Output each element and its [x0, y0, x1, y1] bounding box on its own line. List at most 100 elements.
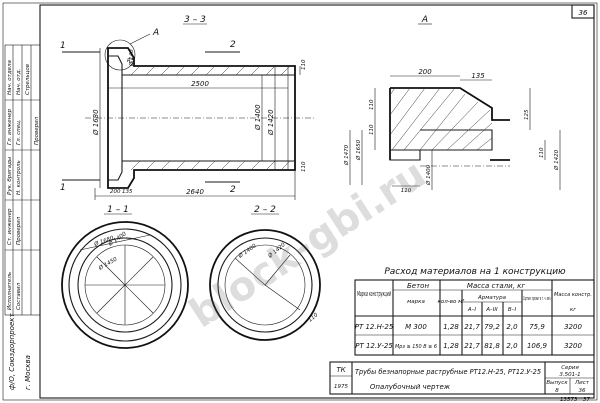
table-row-1-a1: 21,7 — [464, 342, 480, 350]
s11-dim-c: Ø 1450 — [97, 255, 119, 272]
table-row-0-mass: 3200 — [564, 323, 582, 331]
sheet-number: 36 — [579, 9, 588, 17]
stamp-role-4: Исполнитель — [7, 272, 13, 310]
table-row-0-a3: 79,2 — [484, 323, 500, 331]
dim-110-bottom: 110 — [301, 161, 307, 172]
col-mass: Масса констр. — [554, 292, 592, 298]
table-row-1-total: 106,9 — [527, 342, 548, 350]
detail-dim-d1420: Ø 1420 — [553, 149, 560, 171]
stamp-role-0: Нач. отдела — [7, 59, 13, 95]
org-vertical: ф/О, Союздорпроект — [8, 313, 16, 390]
tb-issue-value: 8 — [555, 388, 559, 394]
detail-dim-125: 125 — [524, 109, 530, 120]
dim-d1420: Ø 1420 — [267, 109, 275, 136]
tb-sheet-value: 36 — [579, 388, 586, 394]
detail-dim-110-bottom: 110 — [401, 188, 412, 194]
col-armature: Арматура — [477, 295, 507, 301]
section-1-1: 1 – 1 Ø 1680 Ø 1400 Ø 1450 — [61, 205, 189, 349]
detail-dim-d1650: Ø 1650 — [355, 139, 362, 161]
table-row-0-vol: 1,28 — [443, 323, 459, 331]
detail-dim-110-a: 110 — [369, 124, 375, 135]
col-b1: В–I — [508, 307, 517, 313]
city-vertical: г. Москва — [24, 355, 32, 390]
stamp-role2-3: Проверил — [16, 216, 22, 245]
dim-135: 135 — [122, 189, 133, 195]
tb-sheet-label: Лист — [574, 380, 590, 386]
table-row-0-total: 75,9 — [529, 323, 545, 331]
inner-frame — [39, 4, 595, 399]
stamp-role2-2: Н. контроль — [16, 160, 22, 195]
s22-dim-c: 110 — [307, 312, 319, 324]
detail-a: A 200 135 110 110 125 Ø 1470 Ø 1650 Ø 14… — [343, 15, 561, 194]
table-row-1-vol: 1,28 — [443, 342, 459, 350]
tb-issue-label: Выпуск — [546, 380, 568, 386]
dim-2640: 2640 — [186, 188, 204, 196]
col-concrete-vol: кол-во м³ — [438, 298, 466, 305]
detail-dim-200: 200 — [418, 68, 432, 76]
materials-table: Расход материалов на 1 конструкцию Марка… — [354, 267, 595, 356]
dim-d140: Ø 140 — [128, 49, 135, 67]
detail-dim-d1470: Ø 1470 — [343, 144, 350, 166]
detail-dim-110-b: 110 — [369, 99, 375, 110]
tb-series-label: Серия — [561, 365, 579, 371]
tb-org: ТК — [336, 366, 346, 374]
cut-1-bottom: 1 — [60, 183, 66, 193]
stamp-signature: Стрельцов — [25, 64, 31, 95]
detail-a-marker: A — [152, 28, 159, 38]
sheet-total: 37 — [583, 397, 590, 403]
stamp-role-3: Ст. инженер — [7, 208, 13, 245]
dim-d1400: Ø 1400 — [254, 104, 262, 131]
col-concrete: Бетон — [407, 282, 429, 290]
stamp-role-2: Рук. бригады — [7, 156, 13, 195]
col-a3: А–III — [485, 307, 498, 313]
cut-2-bottom: 2 — [230, 185, 236, 195]
archive-number: 13573 — [560, 397, 578, 403]
watermark: block-gbi.ru — [182, 151, 434, 337]
table-title: Расход материалов на 1 конструкцию — [384, 267, 566, 277]
table-row-0-mark: РТ 12.Н-25 — [355, 323, 394, 331]
tb-series-value: 3.501-1 — [559, 372, 580, 378]
stamp-role2-1: Гл. спец. — [16, 119, 22, 145]
section-33-title: 3 – 3 — [184, 15, 206, 25]
detail-dim-135: 135 — [471, 72, 485, 80]
table-row-0-concrete: М 300 — [405, 323, 427, 331]
col-concrete-mark: марка — [407, 299, 425, 305]
stamp-role-1: Гл. инженер — [7, 108, 13, 145]
table-row-1-a3: 81,8 — [484, 342, 500, 350]
dim-d1680: Ø 1680 — [92, 109, 100, 136]
table-row-0-b1: 2,0 — [506, 323, 518, 331]
section-3-3: 3 – 3 A 1 1 2 2 2500 — [60, 15, 315, 200]
table-row-1-concrete: Мрз ≥ 150 В ≥ 6 — [395, 344, 437, 350]
table-row-1-mark: РТ 12.У-25 — [355, 342, 393, 350]
col-steel: Масса стали, кг — [467, 282, 525, 290]
dim-200: 200 — [110, 189, 121, 195]
stamp-role2-0: Нач. отд. — [16, 68, 22, 95]
detail-a-title: A — [421, 15, 428, 25]
tb-subtitle: Опалубочный чертеж — [370, 383, 451, 391]
dim-2500: 2500 — [191, 80, 209, 88]
table-row-1-mass: 3200 — [564, 342, 582, 350]
stamp-checked: Проверил — [34, 116, 40, 145]
dim-110-top: 110 — [301, 59, 307, 70]
section-22-title: 2 – 2 — [254, 205, 276, 215]
title-block: ТК 1975 Трубы безнапорные раструбные РТ1… — [329, 361, 595, 395]
tb-title: Трубы безнапорные раструбные РТ12.Н-25, … — [355, 368, 542, 376]
col-total: Сортам. прокат в т. ч. вкл. — [523, 296, 551, 302]
col-mark: Марка конструкций — [357, 290, 391, 298]
col-mass-unit: кг — [570, 307, 576, 313]
cut-2-top: 2 — [230, 40, 236, 50]
left-stamp: Нач. отдела Гл. инженер Рук. бригады Ст.… — [4, 44, 41, 316]
dim-r5: R5 — [127, 58, 135, 64]
table-row-1-b1: 2,0 — [506, 342, 518, 350]
table-row-0-a1: 21,7 — [464, 323, 480, 331]
detail-dim-d1400: Ø 1400 — [425, 164, 432, 186]
tb-year: 1975 — [334, 384, 348, 390]
cut-1-top: 1 — [60, 41, 66, 51]
section-11-title: 1 – 1 — [107, 205, 129, 215]
stamp-role2-4: Составил — [16, 282, 22, 310]
sheet-number-box — [571, 4, 595, 19]
detail-dim-110-right: 110 — [539, 147, 545, 158]
col-a1: А–I — [467, 307, 477, 313]
